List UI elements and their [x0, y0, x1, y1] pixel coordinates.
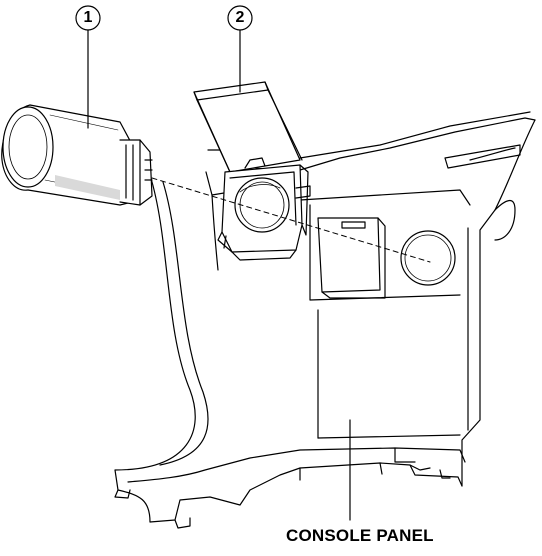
cigarette-lighter-part-1: [1, 104, 153, 206]
alignment-line: [151, 177, 431, 263]
lighter-socket: [400, 230, 456, 286]
socket-cover-part-2: [193, 81, 311, 261]
console-panel: [114, 111, 536, 529]
callout-1-number: 1: [83, 9, 93, 26]
callout-1-circle: [75, 5, 101, 31]
callout-2-circle: [227, 5, 253, 31]
switch-opening: [317, 217, 386, 299]
callout-2-number: 2: [235, 9, 245, 26]
console-panel-label: CONSOLE PANEL: [286, 526, 434, 545]
